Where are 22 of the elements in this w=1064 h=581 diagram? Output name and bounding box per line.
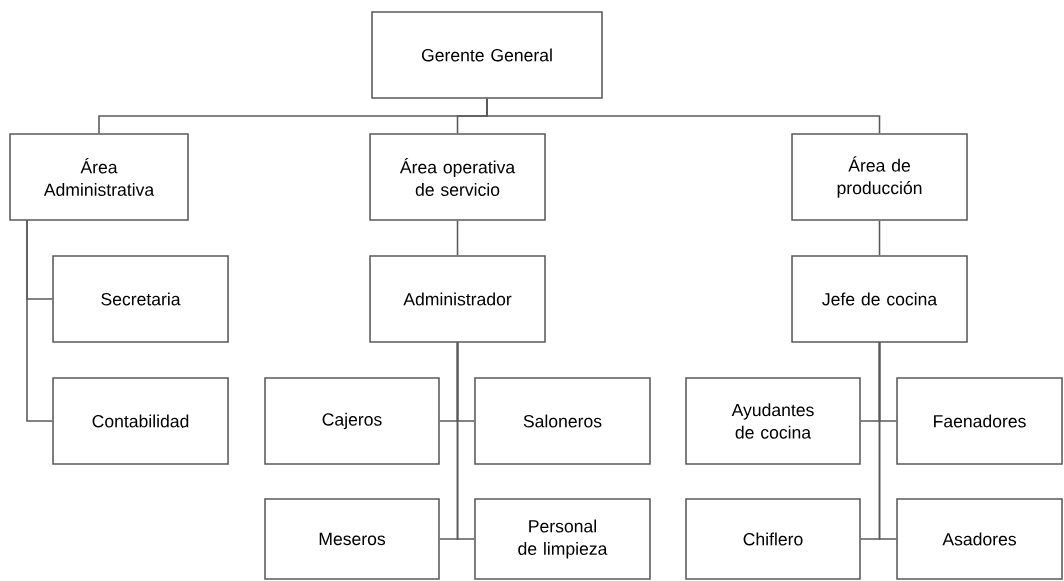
org-box: Chiflero: [685, 498, 861, 580]
connector-line: [486, 98, 881, 134]
org-box: Faenadores: [896, 377, 1063, 465]
org-box: Asadores: [896, 498, 1063, 580]
org-box: Secretaria: [52, 255, 229, 343]
org-box: Jefe de cocina: [791, 255, 968, 343]
connector-line: [878, 220, 881, 256]
org-box: Cajeros: [264, 377, 440, 465]
org-box: Contabilidad: [52, 377, 229, 465]
org-box: Ayudantes de cocina: [685, 377, 861, 465]
org-box: Administrador: [369, 255, 546, 343]
org-box: Área Administrativa: [9, 133, 189, 221]
org-box: Personal de limpieza: [474, 498, 651, 580]
org-box: Saloneros: [474, 377, 651, 465]
connector-line: [456, 220, 459, 256]
org-box: Área de producción: [791, 133, 968, 221]
org-box: Área operativa de servicio: [369, 133, 546, 221]
org-box: Meseros: [264, 498, 440, 580]
org-box: Gerente General: [371, 11, 603, 99]
connector-line: [26, 219, 54, 422]
connector-line: [878, 341, 898, 540]
connector-line: [456, 341, 475, 540]
